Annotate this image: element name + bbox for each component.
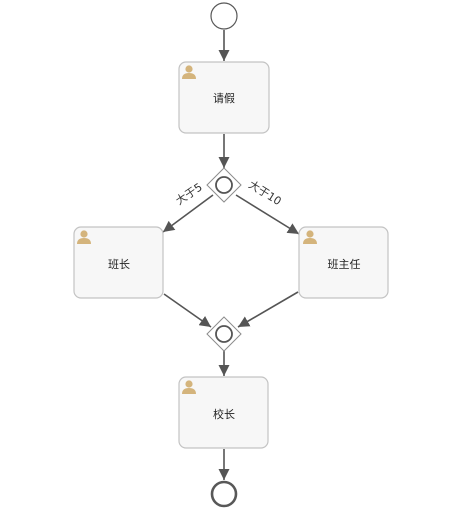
user-icon xyxy=(182,380,196,394)
sequence-flows xyxy=(162,30,300,480)
user-icon xyxy=(303,230,317,244)
inclusive-gateway-icon xyxy=(215,325,233,343)
task-principal[interactable]: 校长 xyxy=(178,376,269,449)
user-icon xyxy=(77,230,91,244)
task-label-leave-request: 请假 xyxy=(213,91,235,105)
task-label-principal: 校长 xyxy=(213,407,235,421)
inclusive-gateway-icon xyxy=(215,176,233,194)
user-icon xyxy=(182,65,196,79)
flow-head-teacher-to-join-gateway[interactable] xyxy=(237,291,299,328)
flow-label-greater-than-5: 大于5 xyxy=(173,180,205,208)
task-label-head-teacher: 班主任 xyxy=(328,258,361,271)
flow-greater-than-5[interactable] xyxy=(162,194,214,233)
start-event[interactable] xyxy=(210,2,238,30)
flow-label-greater-than-10: 大于10 xyxy=(246,177,284,208)
end-event[interactable] xyxy=(210,480,238,508)
task-leave-request[interactable]: 请假 xyxy=(178,61,270,134)
split-gateway[interactable] xyxy=(206,167,242,203)
flow-greater-than-10[interactable] xyxy=(235,194,300,235)
flow-class-monitor-to-join-gateway[interactable] xyxy=(163,293,212,328)
task-class-monitor[interactable]: 班长 xyxy=(73,226,164,299)
join-gateway[interactable] xyxy=(206,316,242,352)
task-head-teacher[interactable]: 班主任 xyxy=(298,226,389,299)
task-label-class-monitor: 班长 xyxy=(108,258,130,271)
